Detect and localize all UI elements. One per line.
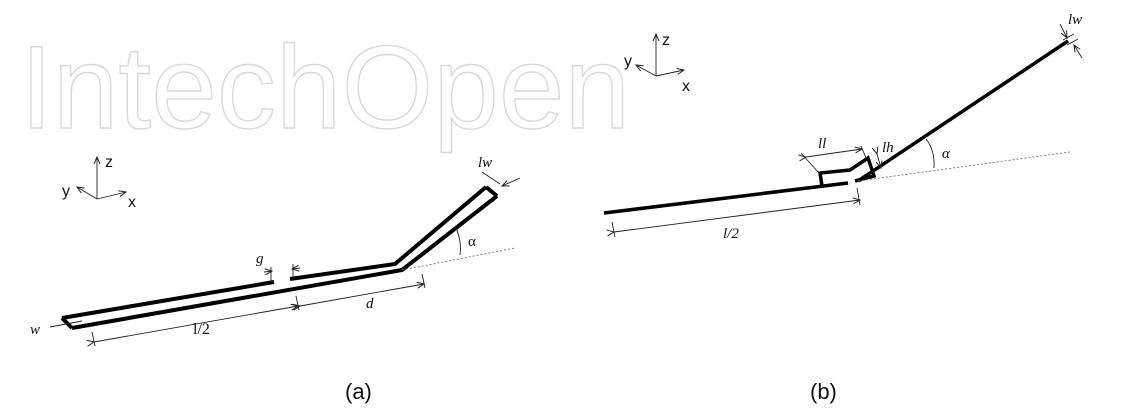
- alpha-label-a: α: [468, 234, 476, 250]
- caption-a: (a): [345, 379, 372, 404]
- w-dim: [49, 320, 83, 328]
- end-cap-left: [60, 316, 74, 330]
- z-axis-label-b: z: [662, 32, 670, 49]
- y-axis-label-b: y: [624, 53, 632, 70]
- caption-b: (b): [810, 379, 837, 404]
- y-axis-label: y: [62, 183, 70, 200]
- g-arrow-right: [292, 268, 301, 269]
- d-dim: [300, 284, 424, 306]
- dipole-b: [603, 39, 1069, 215]
- lh-label: lh: [882, 140, 894, 156]
- g-label: g: [256, 251, 264, 267]
- half-l-dim-a: [94, 306, 298, 342]
- lw-tick-b-2: [1066, 38, 1079, 46]
- svg-text:IntechOpen: IntechOpen: [20, 22, 630, 154]
- d-label: d: [366, 296, 374, 312]
- y-axis-arrow-b: [636, 65, 657, 77]
- lw-label-b: lw: [1068, 12, 1082, 28]
- lw-tick-b-1: [1062, 33, 1075, 41]
- w-label: w: [30, 322, 40, 338]
- x-axis-label-b: x: [682, 78, 690, 95]
- end-cap-right: [484, 185, 499, 198]
- lw-label-a: lw: [478, 155, 492, 171]
- g-arrow-left: [263, 271, 272, 272]
- x-axis-arrow: [96, 192, 126, 200]
- axes-triad-a: z y x: [62, 154, 136, 211]
- half-l-label-b: l/2: [723, 226, 739, 242]
- x-axis-arrow-b: [655, 70, 684, 77]
- half-l-label-a: l/2: [193, 321, 210, 338]
- half-l-tick-right-b: [856, 187, 861, 206]
- half-l-tick-mid: [295, 295, 300, 311]
- right-arm-b: [857, 39, 1069, 183]
- alpha-arc-b: [925, 138, 935, 169]
- panel-b: z y x α ll lh lw l/2: [603, 12, 1083, 404]
- ll-tick-right: [860, 145, 867, 159]
- axes-triad-b: z y x: [624, 32, 690, 95]
- outer-arm-right: [289, 185, 488, 281]
- z-axis-label: z: [105, 154, 113, 171]
- reference-line-b: [857, 151, 1071, 182]
- lw-arrow-a: [502, 177, 521, 186]
- lw-arrow-b-top: [1059, 23, 1067, 38]
- x-axis-label: x: [128, 194, 136, 211]
- ll-dim: [806, 149, 862, 157]
- half-l-tick-left-b: [611, 221, 616, 238]
- reference-line-a: [401, 247, 516, 271]
- d-tick-right: [421, 273, 426, 289]
- lw-arrow-b-bottom: [1074, 45, 1083, 59]
- panel-a: z y x α lw g: [30, 154, 521, 404]
- watermark-logo: IntechOpen: [19, 21, 631, 154]
- feed-loop: [817, 155, 877, 187]
- alpha-arc-a: [454, 225, 461, 256]
- half-l-tick-left: [91, 331, 96, 347]
- ll-label: ll: [818, 136, 826, 152]
- half-l-dim-b: [614, 200, 860, 232]
- lh-dim: [877, 154, 881, 168]
- y-axis-arrow: [77, 187, 98, 200]
- lw-dim-a: [481, 171, 501, 185]
- alpha-label-b: α: [942, 146, 951, 162]
- left-arm-b: [603, 181, 849, 215]
